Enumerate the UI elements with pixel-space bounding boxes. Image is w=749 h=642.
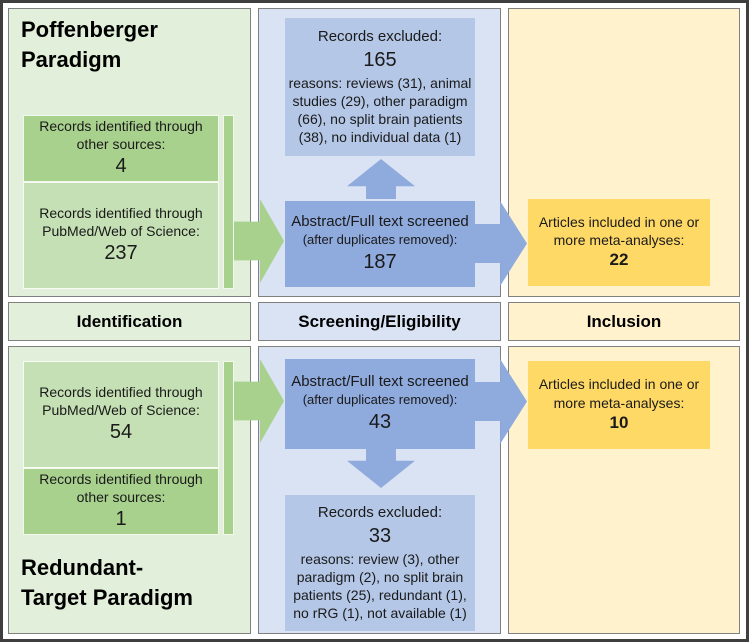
redundant-screening-panel: Abstract/Full text screened (after dupli… bbox=[258, 346, 501, 634]
poffenberger-title-line1: Poffenberger bbox=[21, 17, 158, 42]
exclusion-reason: (66), no split brain patients bbox=[297, 111, 463, 128]
poffenberger-identification-panel: Poffenberger Paradigm Records identified… bbox=[8, 8, 251, 297]
screened-count: 187 bbox=[363, 250, 397, 273]
redundant-identification-panel: Records identified through PubMed/Web of… bbox=[8, 346, 251, 634]
arrow-down-icon bbox=[347, 448, 415, 488]
poffenberger-title-line2: Paradigm bbox=[21, 47, 122, 73]
exclusion-reason: studies (29), other paradigm bbox=[292, 93, 468, 110]
box-label: Abstract/Full text screened bbox=[291, 373, 469, 391]
box-text: other sources: bbox=[76, 136, 166, 152]
record-count: 4 bbox=[115, 155, 127, 178]
record-count: 54 bbox=[109, 421, 133, 444]
poffenberger-screening-panel: Records excluded: 165 reasons: reviews (… bbox=[258, 8, 501, 297]
box-label: Abstract/Full text screened bbox=[291, 213, 469, 231]
screened-count: 43 bbox=[368, 410, 392, 433]
box-text: Records identified through bbox=[39, 204, 203, 221]
poffenberger-excluded-box: Records excluded: 165 reasons: reviews (… bbox=[285, 18, 475, 156]
redundant-pubmed-box: Records identified through PubMed/Web of… bbox=[23, 361, 219, 468]
exclusion-reason: reasons: review (3), other bbox=[300, 550, 460, 567]
box-text: Records identified through bbox=[39, 117, 203, 134]
excluded-count: 33 bbox=[368, 524, 392, 547]
box-text: more meta-analyses: bbox=[553, 394, 685, 411]
box-label: Records excluded: bbox=[317, 28, 443, 46]
box-text: Articles included in one or bbox=[538, 213, 700, 230]
excluded-count: 165 bbox=[363, 48, 397, 71]
box-text: Records identified through bbox=[39, 383, 203, 400]
exclusion-reason: reasons: reviews (31), animal bbox=[288, 74, 472, 91]
box-text: Records identified through bbox=[39, 470, 203, 487]
poffenberger-other-sources-box: Records identified through other sources… bbox=[23, 115, 219, 182]
merge-connector-bar bbox=[223, 115, 234, 289]
redundant-title-line2: Target Paradigm bbox=[21, 585, 193, 611]
included-count: 22 bbox=[609, 250, 629, 270]
poffenberger-title: Poffenberger Paradigm bbox=[21, 15, 158, 76]
redundant-screened-box: Abstract/Full text screened (after dupli… bbox=[285, 359, 475, 449]
stage-screening-eligibility: Screening/Eligibility bbox=[258, 302, 501, 341]
box-sublabel: (after duplicates removed): bbox=[302, 231, 458, 247]
merge-connector-bar bbox=[223, 361, 234, 535]
arrow-up-icon bbox=[347, 159, 415, 199]
redundant-included-box: Articles included in one or more meta-an… bbox=[528, 361, 710, 449]
redundant-inclusion-panel: Articles included in one or more meta-an… bbox=[508, 346, 740, 634]
exclusion-reason: (38), no individual data (1) bbox=[298, 129, 462, 146]
poffenberger-inclusion-panel: Articles included in one or more meta-an… bbox=[508, 8, 740, 297]
exclusion-reason: no rRG (1), not available (1) bbox=[293, 605, 467, 622]
box-text: Articles included in one or bbox=[538, 376, 700, 393]
box-sublabel: (after duplicates removed): bbox=[302, 391, 458, 407]
stage-identification: Identification bbox=[8, 302, 251, 341]
redundant-excluded-box: Records excluded: 33 reasons: review (3)… bbox=[285, 495, 475, 631]
exclusion-reason: patients (25), redundant (1), bbox=[293, 587, 467, 604]
record-count: 237 bbox=[104, 242, 138, 265]
stage-label: Screening/Eligibility bbox=[298, 311, 461, 331]
box-text: more meta-analyses: bbox=[553, 232, 685, 249]
box-text: PubMed/Web of Science: bbox=[42, 223, 200, 239]
box-label: Records excluded: bbox=[317, 504, 443, 522]
box-text: other sources: bbox=[76, 489, 166, 505]
poffenberger-screened-box: Abstract/Full text screened (after dupli… bbox=[285, 201, 475, 287]
redundant-other-sources-box: Records identified through other sources… bbox=[23, 468, 219, 535]
redundant-title: Redundant- Target Paradigm bbox=[21, 553, 193, 614]
exclusion-reason: paradigm (2), no split brain bbox=[296, 569, 464, 586]
record-count: 1 bbox=[115, 508, 127, 531]
poffenberger-included-box: Articles included in one or more meta-an… bbox=[528, 199, 710, 286]
poffenberger-pubmed-box: Records identified through PubMed/Web of… bbox=[23, 182, 219, 289]
box-text: PubMed/Web of Science: bbox=[42, 402, 200, 418]
stage-label: Inclusion bbox=[586, 311, 662, 331]
redundant-title-line1: Redundant- bbox=[21, 555, 144, 580]
stage-label: Identification bbox=[76, 311, 183, 331]
stage-inclusion: Inclusion bbox=[508, 302, 740, 341]
included-count: 10 bbox=[609, 412, 629, 432]
